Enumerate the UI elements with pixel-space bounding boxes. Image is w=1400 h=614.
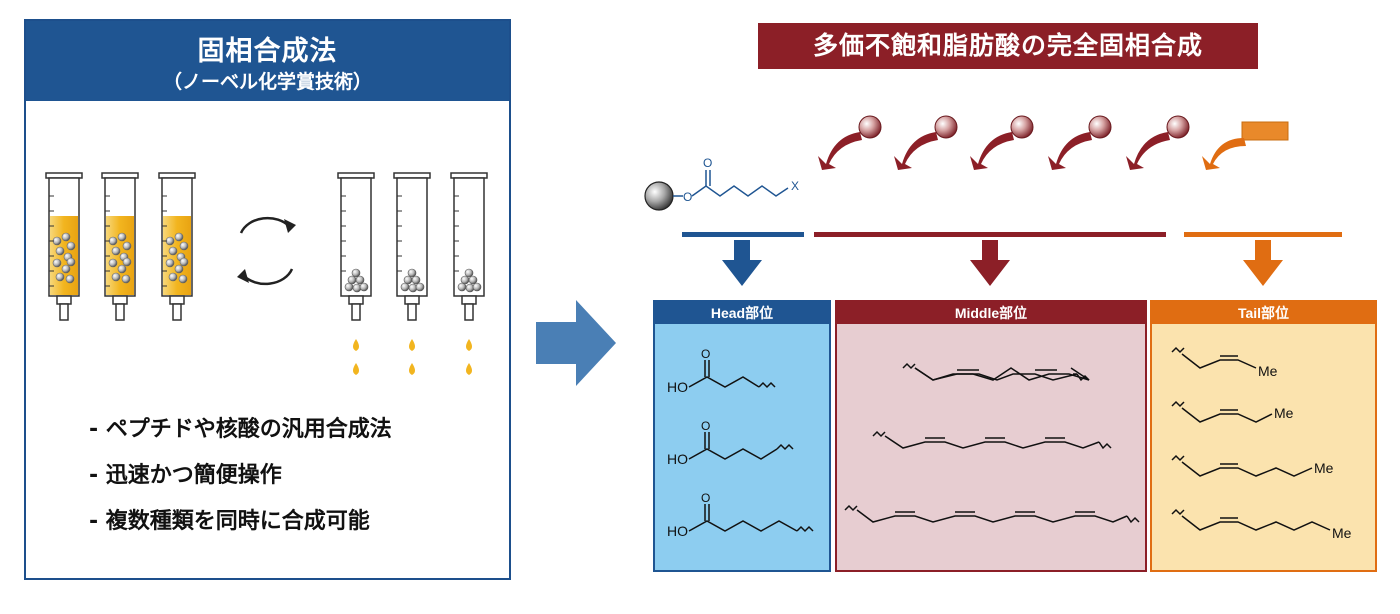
tail-me-label-2: Me: [1274, 405, 1294, 421]
head-box: Head部位 O O O HO HO HO: [653, 300, 831, 572]
drained-column-2: [393, 172, 431, 375]
svg-text:O: O: [701, 347, 710, 361]
head-down-arrow-icon: [722, 240, 762, 286]
svg-text:O: O: [701, 419, 710, 433]
head-ho-label-3: HO: [667, 523, 688, 539]
maroon-building-block-arrows: [818, 115, 1190, 170]
right-title: 多価不飽和脂肪酸の完全固相合成: [758, 23, 1258, 69]
bullet-2: - 迅速かつ簡便操作: [89, 463, 282, 488]
solid-phase-columns-illustration: [45, 172, 488, 375]
drained-column-3: [450, 172, 488, 375]
middle-bar: [814, 232, 1166, 237]
drained-column-1: [337, 172, 375, 375]
middle-box: Middle部位: [835, 300, 1147, 572]
filled-column-3: [158, 172, 196, 321]
tail-me-label-4: Me: [1332, 525, 1352, 541]
head-ho-label-1: HO: [667, 379, 688, 395]
svg-text:O: O: [683, 190, 692, 204]
middle-down-arrow-icon: [970, 240, 1010, 286]
tail-me-label-1: Me: [1258, 363, 1278, 379]
head-structures: O O O HO HO HO: [667, 347, 814, 539]
bullet-1: - ペプチドや核酸の汎用合成法: [89, 417, 392, 442]
left-panel-subtitle: （ノーベル化学賞技術）: [162, 71, 372, 93]
resin-starting-material: O O X: [644, 156, 799, 211]
head-ho-label-2: HO: [667, 451, 688, 467]
left-panel: 固相合成法 （ノーベル化学賞技術）: [24, 19, 511, 580]
head-bar: [682, 232, 804, 237]
filled-column-2: [101, 172, 139, 321]
synthesis-scheme: O O X: [644, 115, 1342, 286]
tail-bar: [1184, 232, 1342, 237]
middle-structures: [844, 362, 1140, 524]
tail-box: Tail部位 Me Me Me Me: [1150, 300, 1377, 572]
svg-text:O: O: [701, 491, 710, 505]
tail-structures: Me Me Me Me: [1171, 346, 1352, 541]
bullet-3: - 複数種類を同時に合成可能: [89, 509, 370, 534]
tail-me-label-3: Me: [1314, 460, 1334, 476]
start-x-label: X: [791, 179, 799, 193]
left-panel-header: 固相合成法 （ノーベル化学賞技術）: [26, 21, 509, 101]
tail-down-arrow-icon: [1243, 240, 1283, 286]
filled-column-1: [45, 172, 83, 321]
cycle-arrows-icon: [239, 216, 294, 286]
orange-building-block-arrow: [1202, 121, 1289, 170]
left-panel-title: 固相合成法: [197, 36, 338, 67]
head-box-label: Head部位: [655, 302, 829, 324]
middle-box-label: Middle部位: [837, 302, 1145, 324]
svg-text:O: O: [703, 156, 712, 170]
big-right-arrow-icon: [536, 300, 616, 386]
tail-box-label: Tail部位: [1152, 302, 1375, 324]
